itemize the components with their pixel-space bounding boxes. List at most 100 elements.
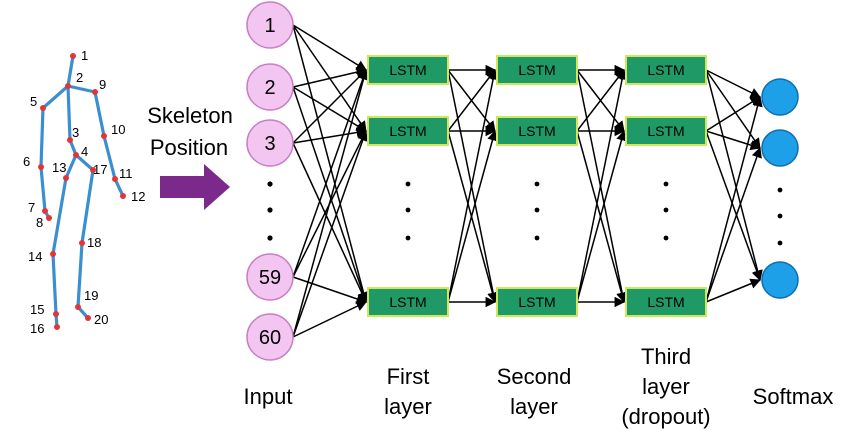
first-layer-lstm-1: LSTM (367, 55, 449, 85)
skeleton-joint-15 (53, 311, 59, 317)
joint-label-8: 8 (36, 215, 43, 230)
joint-label-17: 17 (93, 162, 107, 177)
input-node-1: 1 (246, 1, 294, 49)
third-layer-ellipsis (663, 181, 669, 241)
skeleton-bone (76, 241, 84, 309)
edge-third-to-softmax (705, 95, 763, 303)
joint-label-7: 7 (28, 200, 35, 215)
skeleton-joint-6 (38, 164, 44, 170)
skeleton-joint-8 (46, 215, 52, 221)
edge-third-to-softmax (705, 69, 761, 98)
skeleton-joint-labels: 1 2 3 4 5 6 7 8 9 10 11 12 13 14 15 16 1… (23, 48, 145, 336)
caption-first-line1: First (387, 364, 430, 389)
skeleton-position-label-line2: Position (150, 135, 228, 160)
caption-input: Input (244, 384, 293, 409)
edge-second-to-third (576, 129, 627, 303)
edge-input-to-first (292, 142, 367, 303)
skeleton-joint-11 (112, 176, 118, 182)
edge-input-to-first (292, 69, 368, 278)
edge-third-to-softmax (705, 96, 761, 132)
joint-label-11: 11 (119, 166, 133, 181)
edge-input-to-first (292, 67, 368, 88)
edge-input-to-first (292, 130, 368, 338)
skeleton-joint-16 (54, 324, 60, 330)
skeleton-joint-5 (40, 105, 46, 111)
second-layer-lstm-3: LSTM (496, 287, 578, 317)
edge-input-to-first (292, 24, 369, 304)
edge-first-to-second (447, 129, 498, 303)
joint-label-3: 3 (72, 125, 79, 140)
input-node-label: 3 (264, 133, 275, 155)
input-node-60: 60 (246, 313, 294, 361)
skeleton-joint-20 (85, 315, 91, 321)
skeleton-bone (102, 134, 117, 181)
skeleton-bone (39, 106, 45, 169)
second-layer-lstm-1: LSTM (496, 55, 578, 85)
joint-label-9: 9 (99, 77, 106, 92)
lstm-label: LSTM (389, 123, 426, 139)
first-layer-lstm-3: LSTM (367, 287, 449, 317)
edge-third-to-softmax (705, 130, 762, 151)
skeleton-joint-7 (42, 208, 48, 214)
edge-third-to-softmax (705, 69, 763, 282)
skeleton-bone (51, 176, 68, 256)
joint-label-20: 20 (94, 312, 108, 327)
second-layer-lstm-2: LSTM (496, 116, 578, 146)
lstm-label: LSTM (389, 294, 426, 310)
edge-input-to-first (292, 69, 367, 144)
skeleton-bone (51, 252, 58, 316)
skeleton-figure: 1 2 3 4 5 6 7 8 9 10 11 12 13 14 15 16 1… (23, 48, 145, 336)
skeleton-bones (39, 54, 125, 329)
edge-third-to-softmax (705, 147, 762, 303)
lstm-label: LSTM (647, 123, 684, 139)
skeleton-joint-18 (79, 240, 85, 246)
third-layer-lstm-2: LSTM (625, 116, 707, 146)
first-layer-lstm-2: LSTM (367, 116, 449, 146)
skeleton-joints (38, 53, 126, 330)
skeleton-joint-10 (101, 133, 107, 139)
input-node-3: 3 (246, 119, 294, 167)
lstm-label: LSTM (389, 62, 426, 78)
skeleton-bone (66, 84, 97, 94)
edge-input-to-first (292, 86, 367, 132)
softmax-layer (761, 78, 799, 299)
edge-input-to-first (292, 301, 367, 338)
skeleton-bone (64, 153, 78, 180)
skeleton-bone (39, 165, 47, 213)
skeleton-bone (41, 84, 70, 110)
network-connections (292, 24, 763, 338)
edge-input-to-first (292, 127, 368, 144)
edge-third-to-softmax (705, 69, 761, 149)
skeleton-bone (93, 90, 106, 138)
lstm-label: LSTM (518, 62, 555, 78)
joint-label-2: 2 (76, 70, 83, 85)
skeleton-joint-17 (90, 167, 96, 173)
joint-label-5: 5 (30, 94, 37, 109)
edge-second-to-third (576, 69, 625, 132)
skeleton-joint-19 (75, 304, 81, 310)
skeleton-bone (66, 84, 72, 142)
softmax-node-2 (761, 129, 799, 167)
joint-label-4: 4 (81, 144, 88, 159)
edge-second-to-third (576, 68, 628, 303)
joint-label-6: 6 (23, 154, 30, 169)
joint-label-13: 13 (52, 160, 66, 175)
lstm-label: LSTM (518, 123, 555, 139)
softmax-ellipsis (777, 187, 783, 246)
input-node-label: 60 (259, 327, 281, 349)
input-node-59: 59 (246, 253, 294, 301)
caption-third-line2: layer (642, 374, 690, 399)
joint-label-16: 16 (30, 321, 44, 336)
skeleton-joint-3 (67, 137, 73, 143)
skeleton-joint-13 (63, 175, 69, 181)
caption-third-line1: Third (641, 344, 691, 369)
input-layer: 1 2 3 59 60 (246, 1, 294, 361)
lstm-label: LSTM (647, 62, 684, 78)
skeleton-joint-9 (92, 89, 98, 95)
skeleton-joint-4 (73, 152, 79, 158)
caption-third-line3: (dropout) (621, 404, 710, 429)
joint-label-12: 12 (131, 189, 145, 204)
input-node-2: 2 (246, 63, 294, 111)
skeleton-joint-12 (120, 193, 126, 199)
skeleton-bone (113, 177, 125, 198)
